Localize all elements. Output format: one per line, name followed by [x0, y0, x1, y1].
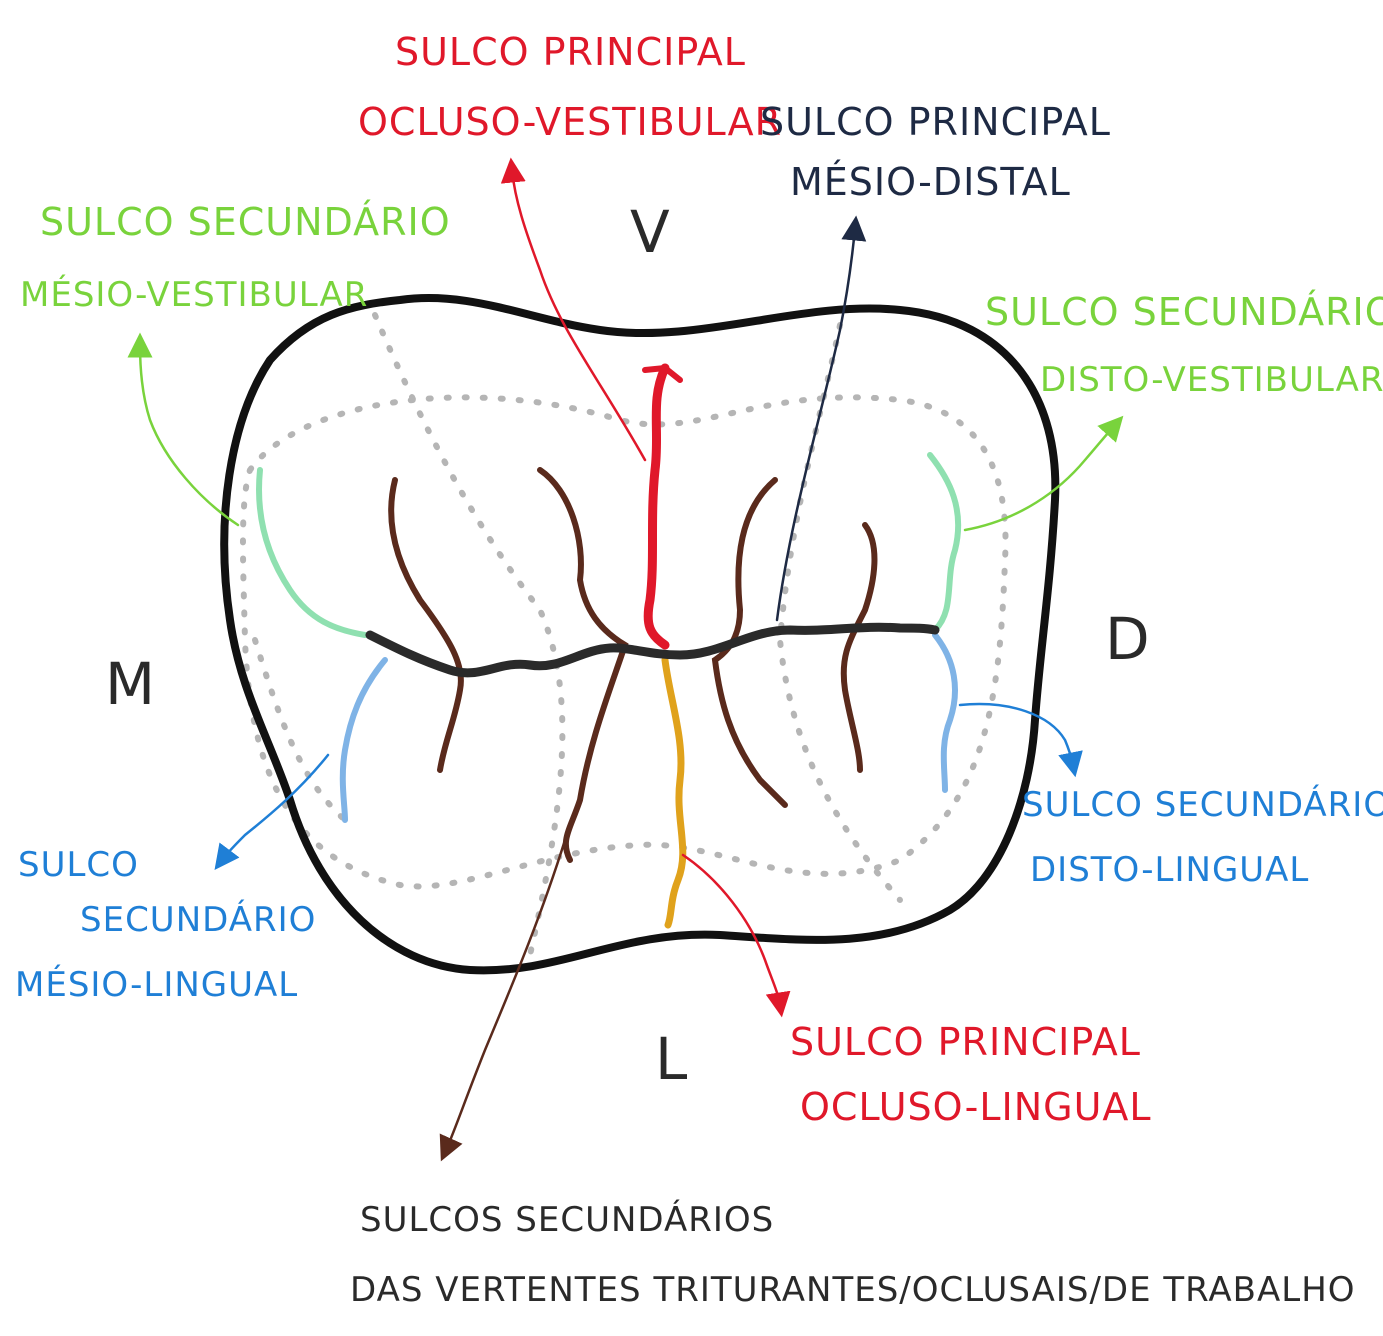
orientation-right-label: D: [1105, 605, 1151, 673]
label-secundario-dv-line2: DISTO-VESTIBULAR: [1040, 360, 1383, 400]
label-principal-ov-line2: OCLUSO-VESTIBULAR: [358, 100, 782, 144]
groove-disto-vestibular: [930, 455, 958, 630]
label-principal-ol-line1: SULCO PRINCIPAL: [790, 1020, 1141, 1064]
cusp-guide-ml: [255, 640, 345, 820]
orientation-bottom-label: L: [655, 1025, 688, 1093]
arrow-principal-ol: [683, 855, 780, 1005]
arrow-secundario-dl: [960, 704, 1073, 765]
label-principal-md-line2: MÉSIO-DISTAL: [790, 160, 1071, 204]
groove-principal-ocluso-lingual: [665, 660, 683, 925]
label-secundario-ml-line1: SULCO: [18, 845, 139, 885]
groove-principal-ocluso-vestibular: [648, 368, 665, 645]
label-vertentes-line2: DAS VERTENTES TRITURANTES/OCLUSAIS/DE TR…: [350, 1270, 1356, 1310]
vertente-groove-1: [391, 480, 461, 770]
label-secundario-dv-line1: SULCO SECUNDÁRIO: [985, 290, 1383, 334]
secundario-vestibular-grooves: [259, 455, 958, 635]
label-vertentes-line1: SULCOS SECUNDÁRIOS: [360, 1200, 774, 1240]
cusp-guide-mv: [375, 315, 562, 955]
groove-disto-lingual: [935, 635, 955, 790]
vertente-groove-4: [844, 525, 875, 770]
label-principal-ov-line1: SULCO PRINCIPAL: [395, 30, 746, 74]
vertentes-grooves: [391, 470, 874, 860]
arrow-principal-md: [777, 228, 855, 620]
cusp-guide-dv: [780, 325, 900, 900]
arrow-vertentes: [446, 840, 565, 1150]
arrow-secundario-dv: [965, 425, 1115, 530]
label-secundario-dl-line2: DISTO-LINGUAL: [1030, 850, 1309, 890]
label-principal-ol-line2: OCLUSO-LINGUAL: [800, 1085, 1152, 1129]
label-principal-md-line1: SULCO PRINCIPAL: [760, 100, 1111, 144]
orientation-top-label: V: [630, 198, 671, 266]
orientation-left-label: M: [105, 650, 156, 718]
groove-mesio-vestibular: [259, 470, 365, 635]
label-secundario-mv-line2: MÉSIO-VESTIBULAR: [20, 275, 368, 315]
label-secundario-ml-line2: SECUNDÁRIO: [80, 900, 316, 940]
groove-mesio-lingual: [343, 660, 385, 820]
label-secundario-ml-line3: MÉSIO-LINGUAL: [15, 965, 298, 1005]
label-secundario-mv-line1: SULCO SECUNDÁRIO: [40, 200, 451, 244]
label-secundario-dl-line1: SULCO SECUNDÁRIO: [1022, 785, 1383, 825]
